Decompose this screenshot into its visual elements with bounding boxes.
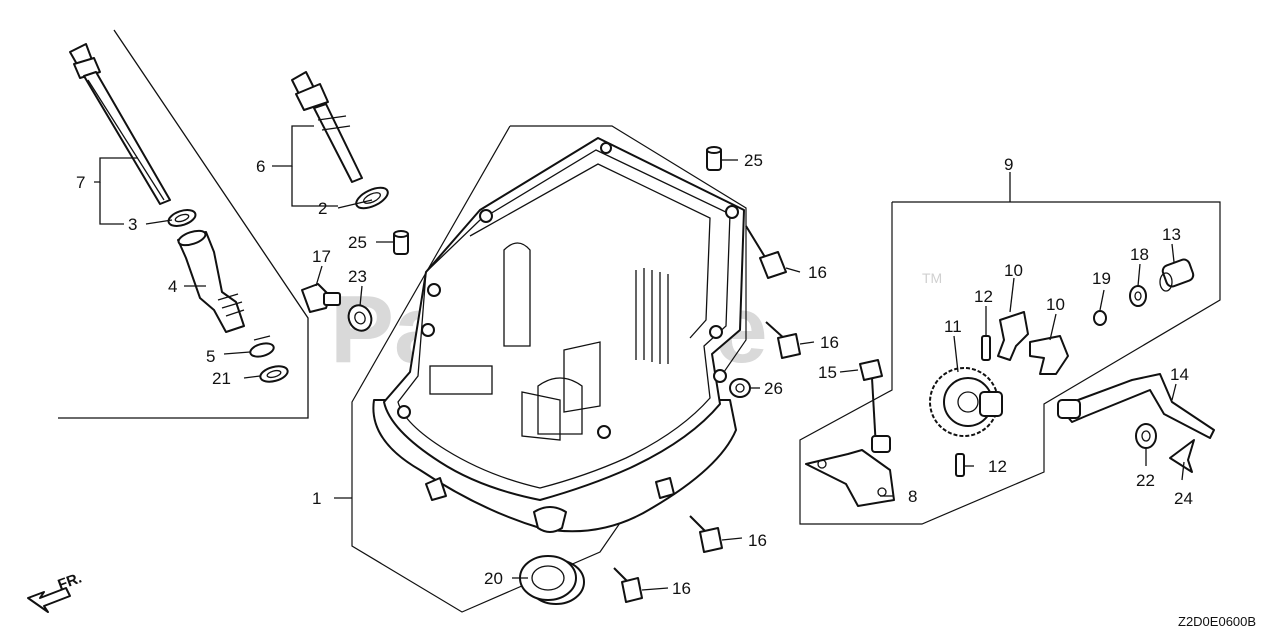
callout-25b[interactable]: 25: [348, 233, 367, 252]
callout-6[interactable]: 6: [256, 157, 265, 176]
callout-10a[interactable]: 10: [1004, 261, 1023, 280]
callout-19[interactable]: 19: [1092, 269, 1111, 288]
pin-12-upper[interactable]: [981, 335, 991, 361]
crankcase-cover-1[interactable]: [351, 125, 747, 613]
bolt-16-middle[interactable]: [765, 321, 801, 359]
washer-21[interactable]: [259, 364, 290, 385]
callout-26[interactable]: 26: [764, 379, 783, 398]
callout-16b[interactable]: 16: [820, 333, 839, 352]
callout-1[interactable]: 1: [312, 489, 321, 508]
governor-group-frame: [799, 201, 1221, 525]
o-ring-3[interactable]: [167, 207, 198, 229]
pin-24[interactable]: [1169, 439, 1195, 473]
callout-labels: 1 2 3 4 5 6 7 8 9 10 10 11 12 12 13 14 1…: [76, 151, 1193, 598]
filler-tube-4[interactable]: [177, 228, 245, 333]
callout-8[interactable]: 8: [908, 487, 917, 506]
dowel-pin-25-lower[interactable]: [393, 230, 409, 255]
callout-20[interactable]: 20: [484, 569, 503, 588]
oil-seal-20[interactable]: [519, 555, 585, 605]
washer-2[interactable]: [353, 184, 391, 213]
weight-10-left[interactable]: [997, 311, 1029, 361]
callout-13[interactable]: 13: [1162, 225, 1181, 244]
diagram-code: Z2D0E0600B: [1178, 614, 1256, 629]
washer-18[interactable]: [1129, 285, 1147, 307]
bolt-16-lower-left[interactable]: [613, 567, 643, 603]
nut-26[interactable]: [729, 378, 751, 398]
callout-11[interactable]: 11: [944, 317, 962, 336]
washer-22[interactable]: [1135, 423, 1157, 449]
bolt-16-lower-right[interactable]: [689, 515, 723, 553]
leader-lines: [94, 125, 1185, 591]
dowel-pin-25-upper[interactable]: [706, 146, 722, 171]
circlip-19[interactable]: [1093, 310, 1107, 326]
callout-16c[interactable]: 16: [748, 531, 767, 550]
callout-21[interactable]: 21: [212, 369, 231, 388]
bolt-16-upper[interactable]: [745, 225, 787, 279]
clip-5[interactable]: [249, 335, 275, 359]
weight-10-right[interactable]: [1029, 335, 1069, 375]
slider-13[interactable]: [1159, 258, 1195, 292]
callout-23[interactable]: 23: [348, 267, 367, 286]
dipstick-group-frame: [58, 29, 309, 419]
callout-7[interactable]: 7: [76, 173, 85, 192]
callout-12b[interactable]: 12: [988, 457, 1007, 476]
callout-14[interactable]: 14: [1170, 365, 1189, 384]
callout-17[interactable]: 17: [312, 247, 331, 266]
bolt-15[interactable]: [859, 359, 883, 449]
drain-plug-17[interactable]: [301, 283, 341, 313]
governor-gear-11[interactable]: [929, 367, 1003, 437]
watermark-trademark: TM: [922, 270, 942, 286]
callout-16d[interactable]: 16: [672, 579, 691, 598]
callout-10b[interactable]: 10: [1046, 295, 1065, 314]
callout-4[interactable]: 4: [168, 277, 177, 296]
governor-arm-14[interactable]: [1057, 373, 1215, 439]
front-direction-indicator: FR.: [27, 570, 85, 613]
callout-9[interactable]: 9: [1004, 155, 1013, 174]
pin-12-lower[interactable]: [955, 453, 965, 477]
dipstick-long[interactable]: [69, 43, 171, 205]
callout-15[interactable]: 15: [818, 363, 837, 382]
callout-5[interactable]: 5: [206, 347, 215, 366]
plate-8[interactable]: [805, 435, 895, 507]
callout-25a[interactable]: 25: [744, 151, 763, 170]
callout-2[interactable]: 2: [318, 199, 327, 218]
front-label: FR.: [56, 570, 85, 594]
callout-12a[interactable]: 12: [974, 287, 993, 306]
callout-3[interactable]: 3: [128, 215, 137, 234]
dipstick-short[interactable]: [291, 71, 363, 183]
callout-16a[interactable]: 16: [808, 263, 827, 282]
callout-24[interactable]: 24: [1174, 489, 1193, 508]
washer-23[interactable]: [345, 302, 376, 335]
callout-22[interactable]: 22: [1136, 471, 1155, 490]
callout-18[interactable]: 18: [1130, 245, 1149, 264]
